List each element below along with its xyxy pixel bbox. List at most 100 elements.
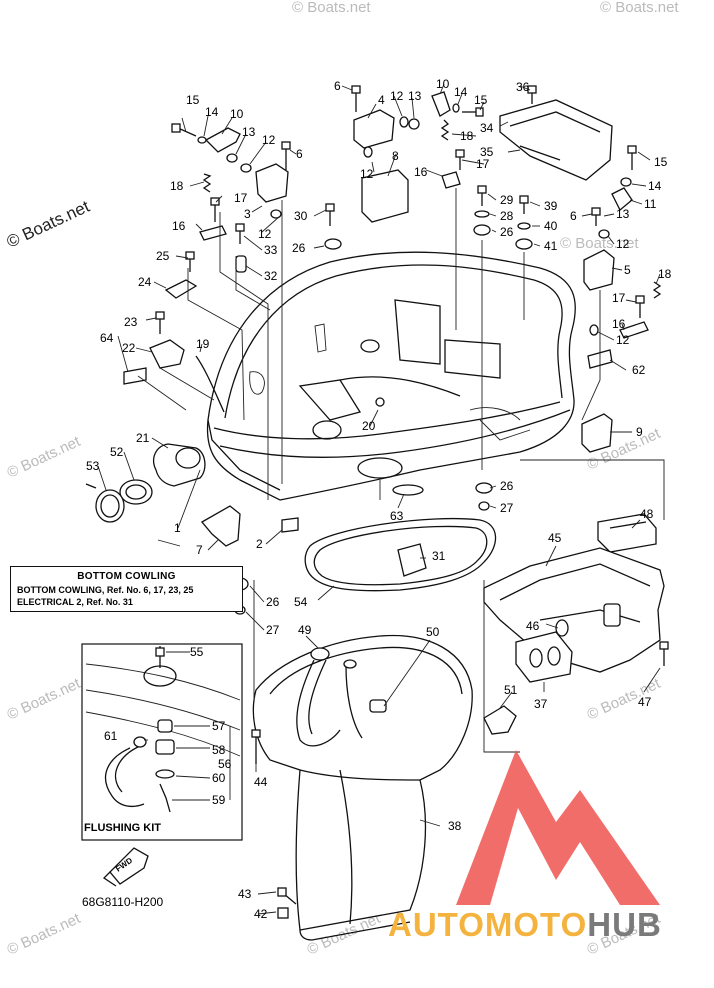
callout: 45: [548, 531, 562, 545]
callout: 22: [122, 341, 136, 355]
callout: 26: [266, 595, 280, 609]
callout: 27: [500, 501, 514, 515]
callout: 16: [414, 165, 428, 179]
callout: 15: [186, 93, 200, 107]
callout: 14: [454, 85, 468, 99]
callout: 57: [212, 719, 226, 733]
callout: 44: [254, 775, 268, 789]
bottom-cowling: [206, 251, 576, 501]
flushing-kit-box: [81, 643, 243, 841]
callout: 9: [636, 425, 643, 439]
callout: 13: [408, 89, 422, 103]
callout: 27: [266, 623, 280, 637]
callout: 62: [632, 363, 646, 377]
part-number: 68G8110-H200: [82, 895, 164, 909]
callout: 13: [242, 125, 256, 139]
watermark-repeat: © Boats.net: [5, 433, 84, 482]
right-bracket-parts: [483, 513, 669, 735]
callout: 4: [378, 93, 385, 107]
flushing-kit-label: FLUSHING KIT: [84, 822, 161, 834]
callout: 25: [156, 249, 170, 263]
callout: 37: [534, 697, 548, 711]
callout: 10: [436, 77, 450, 91]
callout: 20: [362, 419, 376, 433]
callout: 61: [104, 729, 118, 743]
callout: 6: [296, 147, 303, 161]
watermark-repeat: © Boats.net: [5, 910, 84, 959]
callout: 7: [196, 543, 203, 557]
callout: 49: [298, 623, 312, 637]
callout: 55: [190, 645, 204, 659]
callout: 59: [212, 793, 226, 807]
watermark-repeat: © Boats.net: [560, 235, 639, 252]
watermark-repeat: © Boats.net: [585, 675, 664, 724]
callout: 18: [170, 179, 184, 193]
callout: 21: [136, 431, 150, 445]
brand-part2: HUB: [587, 906, 662, 943]
callout: 56: [218, 757, 232, 771]
callout: 33: [264, 243, 278, 257]
callout: 17: [476, 157, 490, 171]
callout: 42: [254, 907, 268, 921]
callout: 23: [124, 315, 138, 329]
callout: 40: [544, 219, 558, 233]
watermark-main: © Boats.net: [4, 197, 93, 252]
callout: 12: [390, 89, 404, 103]
callout: 26: [500, 479, 514, 493]
callout: 54: [294, 595, 308, 609]
watermark-repeat: © Boats.net: [5, 675, 84, 724]
callout: 15: [474, 93, 488, 107]
automotohub-logo: [456, 750, 660, 905]
callout: 46: [526, 619, 540, 633]
callout: 26: [500, 225, 514, 239]
callout: 6: [334, 79, 341, 93]
callout: 19: [196, 337, 210, 351]
callout: 32: [264, 269, 278, 283]
callout: 12: [616, 333, 630, 347]
brand-part1: AUTOMOTO: [388, 906, 588, 943]
callout: 31: [432, 549, 446, 563]
callout: 43: [238, 887, 252, 901]
watermark-repeat: © Boats.net: [600, 0, 679, 16]
callout: 52: [110, 445, 124, 459]
callout: 11: [644, 197, 657, 211]
callout: 24: [138, 275, 152, 289]
gasket-parts: [231, 482, 497, 615]
watermark-repeat: © Boats.net: [292, 0, 371, 16]
callout-labels: 15 14 10 13 12 6 18 17 3 12 16 33 30 26 …: [86, 77, 672, 921]
callout: 60: [212, 771, 226, 785]
callout: 18: [460, 129, 474, 143]
callout: 39: [544, 199, 558, 213]
lower-casing: [251, 634, 473, 941]
callout: 48: [640, 507, 654, 521]
callout: 6: [570, 209, 577, 223]
callout: 16: [172, 219, 186, 233]
callout: 51: [504, 683, 518, 697]
callout: 12: [616, 237, 630, 251]
callout: 64: [100, 331, 114, 345]
reference-box-title: BOTTOM COWLING: [77, 571, 176, 582]
callout: 1: [174, 521, 181, 535]
callout: 18: [658, 267, 672, 281]
reference-box: BOTTOM COWLING BOTTOM COWLING, Ref. No. …: [10, 566, 243, 612]
brand-wordmark: AUTOMOTOHUB: [388, 906, 662, 944]
callout: 13: [616, 207, 630, 221]
callout: 10: [230, 107, 244, 121]
small-parts: [123, 85, 662, 453]
callout: 36: [516, 80, 530, 94]
callout: 29: [500, 193, 514, 207]
callout: 35: [480, 145, 494, 159]
callout: 28: [500, 209, 514, 223]
callout: 58: [212, 743, 226, 757]
callout: 17: [234, 191, 248, 205]
reference-box-line: BOTTOM COWLING, Ref. No. 6, 17, 23, 25: [17, 585, 194, 595]
front-seal-parts: [85, 443, 299, 547]
callout: 34: [480, 121, 494, 135]
callout: 50: [426, 625, 440, 639]
callout: 14: [648, 179, 662, 193]
reference-box-line: ELECTRICAL 2, Ref. No. 31: [17, 597, 133, 607]
callout: 8: [392, 149, 399, 163]
fwd-arrow: FWD: [102, 847, 149, 887]
callout: 15: [654, 155, 668, 169]
callout: 14: [205, 105, 219, 119]
